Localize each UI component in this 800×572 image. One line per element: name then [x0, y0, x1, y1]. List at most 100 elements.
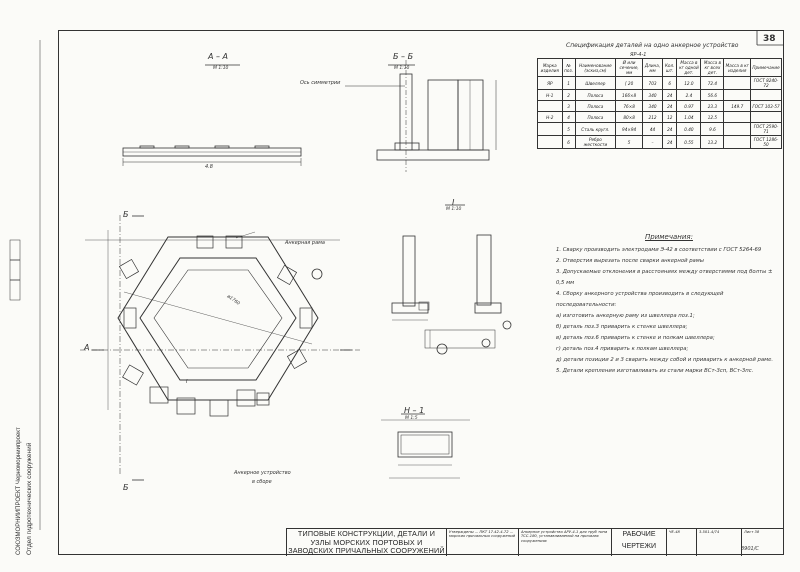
spec-table: Марка изделия № поз. Наименование (эскиз…	[537, 58, 782, 149]
spec-cell: Полоса	[574, 100, 617, 112]
spec-cell: 6	[662, 76, 678, 90]
spec-cell: 5	[615, 135, 644, 149]
note-item: г) деталь поз.4 приварить к полкам швелл…	[556, 346, 689, 352]
section-aa-title: А – А	[208, 52, 229, 61]
spec-cell: 340	[642, 100, 664, 112]
notes-block: Примечания: 1. Сварку производить электр…	[556, 232, 782, 377]
spec-cell: ГОСТ 103-57	[750, 100, 782, 112]
spec-cell: Швеллер	[574, 76, 617, 90]
spec-header-cell: Ø или сечение, мм	[615, 58, 644, 77]
anchor-frame-label: Анкерная рама	[285, 240, 325, 246]
spec-cell: 24	[662, 122, 678, 136]
spec-cell: Н-2	[537, 111, 563, 123]
spec-cell: 4	[561, 111, 576, 123]
anchor-device-label: Анкерное устройство	[234, 470, 291, 476]
note-item: б) деталь поз.3 приварить к стенке швелл…	[556, 324, 688, 330]
spec-cell: 703	[642, 76, 664, 90]
detail-n1-scale: М 1:5	[405, 416, 418, 421]
note-item: 5. Детали крепления изготавливать из ста…	[556, 368, 754, 374]
spec-cell	[537, 100, 563, 112]
spec-cell: ГОСТ 2590-71	[750, 122, 782, 136]
spec-cell: Полоса	[574, 89, 617, 101]
spec-cell: 12.5	[700, 111, 725, 123]
spec-cell: 1	[561, 76, 576, 90]
spec-cell: 44	[642, 122, 664, 136]
spec-header-cell: Наименование (эскиз,см)	[574, 58, 617, 77]
title-block-description: Анкерное устройство АРУ-4-1 для труб тип…	[518, 529, 611, 556]
note-item: в) деталь поз.6 приварить к стенке и пол…	[556, 335, 715, 341]
spec-cell: 24	[662, 135, 678, 149]
page-number: 38	[763, 34, 776, 44]
spec-cell	[750, 111, 782, 123]
spec-header-cell: Примечание	[750, 58, 782, 77]
title-block-approval: Утверждены ... ПКТ 17.42-4-72 ... морски…	[446, 529, 518, 556]
spec-cell: 23.3	[700, 100, 725, 112]
spec-cell: 12.0	[676, 76, 702, 90]
spec-cell: 12	[662, 111, 678, 123]
spec-cell: 76×8	[615, 100, 644, 112]
spec-header-cell: Длина, мм	[642, 58, 664, 77]
spec-cell: 340	[642, 89, 664, 101]
spec-header-cell: Масса в кг изделия	[723, 58, 752, 77]
spec-cell: [ 20	[615, 76, 644, 90]
detail-i-scale: М 1:10	[446, 207, 462, 212]
spec-cell: Н-1	[537, 89, 563, 101]
cut-label-b-bottom: Б	[123, 483, 129, 492]
spec-cell: Сталь кругл.	[574, 122, 617, 136]
notes-heading: Примечания:	[645, 233, 693, 241]
title-block-stage: РАБОЧИЕ ЧЕРТЕЖИ	[611, 529, 666, 556]
spec-header-cell: Марка изделия	[537, 58, 563, 77]
note-item: 2. Отверстия вырезать после сварки анкер…	[556, 258, 704, 264]
title-block-main-title: ТИПОВЫЕ КОНСТРУКЦИИ, ДЕТАЛИ И УЗЛЫ МОРСК…	[286, 529, 446, 556]
spec-cell: 166×8	[615, 89, 644, 101]
spec-header-row: Марка изделия № поз. Наименование (эскиз…	[537, 58, 782, 77]
spec-cell	[723, 76, 752, 90]
spec-cell	[723, 122, 752, 136]
callout-i: I	[186, 379, 188, 385]
title-block-code1: ЧЕ-48	[666, 529, 696, 556]
title-block-sheet: Лист 38	[741, 529, 784, 556]
spec-header-cell: Масса в кг одной дет.	[676, 58, 702, 77]
spec-cell: 2.4	[676, 89, 702, 101]
spec-cell: 94×94	[615, 122, 644, 136]
spec-cell: 3	[561, 100, 576, 112]
spec-cell: 212	[642, 111, 664, 123]
spec-cell	[723, 89, 752, 101]
section-bb-title: Б – Б	[393, 52, 414, 61]
spec-cell	[723, 111, 752, 123]
spec-cell: –	[642, 135, 664, 149]
detail-n1-title: Н – 1	[404, 406, 425, 415]
spec-cell: 6	[561, 135, 576, 149]
spec-cell: ЯР	[537, 76, 563, 90]
spec-cell: 9.6	[700, 122, 725, 136]
spec-cell: 149.7	[723, 100, 752, 112]
anchor-device-sublabel: в сборе	[252, 479, 272, 485]
spec-cell: Полоса	[574, 111, 617, 123]
spec-cell: 0.97	[676, 100, 702, 112]
spec-cell: 13.2	[700, 135, 725, 149]
spec-cell: 24	[662, 89, 678, 101]
spec-cell	[750, 89, 782, 101]
section-bb-scale: М 1:10	[394, 66, 410, 71]
spec-title: Спецификация деталей на одно анкерное ус…	[566, 42, 739, 49]
spec-header-cell: Кол. шт.	[662, 58, 678, 77]
spec-cell: 2	[561, 89, 576, 101]
spec-cell	[537, 122, 563, 136]
spec-cell	[537, 135, 563, 149]
note-item: 4. Сборку анкерного устройства производи…	[556, 291, 724, 308]
spec-cell: 5	[561, 122, 576, 136]
spec-cell: 0.55	[676, 135, 702, 149]
note-item: а) изготовить анкерную раму из швеллера …	[556, 313, 695, 319]
spec-cell: 24	[662, 100, 678, 112]
spec-cell: 72.4	[700, 76, 725, 90]
note-item: д) детали позиции 2 и 3 сварить между со…	[556, 357, 774, 363]
spec-cell: 0.40	[676, 122, 702, 136]
title-block-code2: 3.501-4/74	[696, 529, 741, 556]
cut-label-b-top: Б	[123, 210, 129, 219]
spec-cell: Ребро жесткости	[574, 135, 617, 149]
